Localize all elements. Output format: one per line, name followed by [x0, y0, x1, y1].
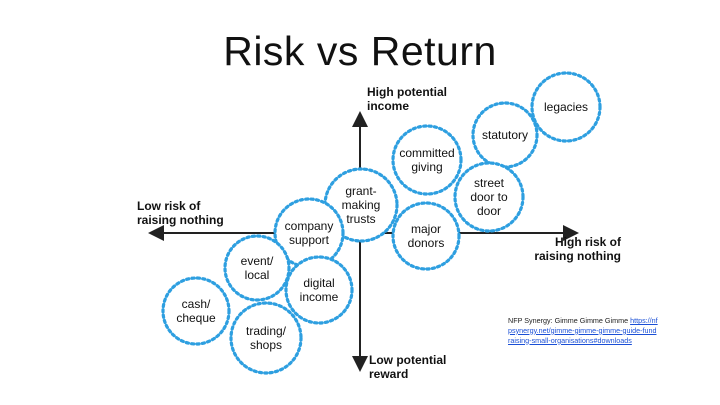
bubble-label-line: giving — [411, 160, 443, 174]
bubble-digital-income — [284, 255, 354, 325]
bubble-label-line: street — [473, 176, 505, 190]
bubble-layer — [161, 71, 602, 375]
bubble-label-trading-shops: trading/shops — [246, 324, 286, 352]
bubble-label-line: committed — [399, 146, 455, 160]
bubble-label-line: cheque — [176, 311, 216, 325]
bubble-major-donors — [391, 201, 461, 271]
bubble-committed-giving — [391, 124, 463, 196]
bubble-label-line: digital — [303, 276, 335, 290]
source-link[interactable]: https://nfpsynergy.net/gimme-gimme-gimme… — [508, 316, 658, 345]
bubble-label-line: legacies — [543, 100, 589, 114]
bubble-label-line: cash/ — [181, 297, 211, 311]
bubble-label-line: income — [299, 290, 339, 304]
bubble-trading-shops — [229, 301, 303, 375]
slide-title: Risk vs Return — [223, 28, 497, 74]
bubble-label-line: trading/ — [245, 324, 287, 338]
bubble-label-line: trusts — [346, 212, 376, 226]
bubble-label-line: donors — [407, 236, 445, 250]
bubble-label-line: company — [284, 219, 334, 233]
bubble-label-line: shops — [249, 338, 283, 352]
bubble-label-statutory: statutory — [482, 128, 528, 142]
bubble-label-line: making — [341, 198, 381, 212]
bubble-label-event-local: event/local — [241, 254, 274, 282]
bubble-label-line: door to — [470, 190, 508, 204]
bubble-label-line: statutory — [481, 128, 529, 142]
source-text: NFP Synergy: Gimme Gimme Gimme — [508, 316, 629, 325]
bubble-legacies — [530, 71, 602, 143]
axis-label-bottom: Low potential reward — [369, 353, 447, 381]
source-note: NFP Synergy: Gimme Gimme Gimme https://n… — [508, 316, 658, 345]
bubble-label-line: support — [288, 233, 330, 247]
bubble-label-line: local — [244, 268, 270, 282]
bubble-street-door-to-door — [453, 161, 525, 233]
bubble-label-legacies: legacies — [544, 100, 588, 114]
axis-label-left: Low risk of raising nothing — [137, 199, 224, 227]
bubble-label-cash-cheque: cash/cheque — [176, 297, 215, 325]
bubble-label-line: major — [410, 222, 442, 236]
bubble-label-line: event/ — [240, 254, 274, 268]
bubble-label-line: grant- — [345, 184, 377, 198]
axis-label-top: High potential income — [367, 85, 447, 113]
bubble-label-line: door — [476, 204, 502, 218]
axis-label-right: High risk of raising nothing — [534, 235, 621, 263]
bubble-event-local — [223, 234, 291, 302]
bubble-cash-cheque — [161, 276, 231, 346]
